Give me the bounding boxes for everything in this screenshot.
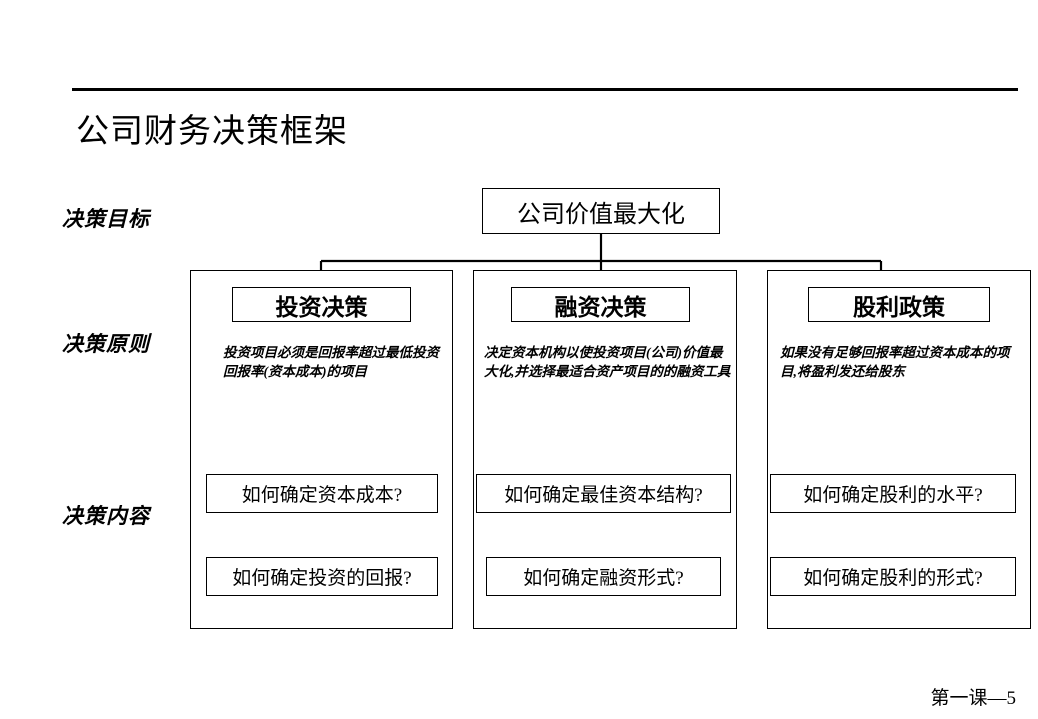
question-box-label: 如何确定投资的回报?: [232, 568, 412, 589]
panel-header-financing-decision: 融资决策: [511, 287, 690, 322]
goal-box-label: 公司价值最大化: [517, 201, 685, 228]
question-box-label: 如何确定资本成本?: [241, 485, 403, 506]
question-box-financing-form[interactable]: 如何确定融资形式?: [486, 557, 721, 596]
panel-header-dividend-policy: 股利政策: [808, 287, 990, 322]
question-box-label: 如何确定股利的形式?: [803, 568, 983, 589]
row-label-decision-content: 决策内容: [62, 504, 150, 528]
panel-header-label: 投资决策: [275, 294, 368, 320]
row-label-decision-principle: 决策原则: [62, 332, 150, 356]
panel-financing-decision: 融资决策 决定资本机构以使投资项目(公司)价值最大化,并选择最适合资产项目的的融…: [473, 270, 737, 629]
question-box-label: 如何确定融资形式?: [523, 568, 684, 589]
page-title: 公司财务决策框架: [76, 114, 348, 150]
question-box-investment-return[interactable]: 如何确定投资的回报?: [206, 557, 438, 596]
question-box-label: 如何确定股利的水平?: [803, 485, 983, 506]
panel-header-label: 股利政策: [853, 294, 945, 320]
panel-description-investment-decision: 投资项目必须是回报率超过最低投资回报率(资本成本)的项目: [223, 345, 439, 379]
goal-box: 公司价值最大化: [482, 188, 720, 234]
panel-header-label: 融资决策: [554, 294, 647, 320]
panel-header-investment-decision: 投资决策: [232, 287, 411, 322]
question-box-dividend-form[interactable]: 如何确定股利的形式?: [770, 557, 1016, 596]
slide-footer: 第一课—5: [930, 688, 1016, 709]
header-divider-rule: [72, 88, 1018, 91]
row-label-decision-goal: 决策目标: [62, 207, 150, 231]
question-box-capital-structure[interactable]: 如何确定最佳资本结构?: [476, 474, 731, 513]
question-box-dividend-level[interactable]: 如何确定股利的水平?: [770, 474, 1016, 513]
panel-description-dividend-policy: 如果没有足够回报率超过资本成本的项目,将盈利发还给股东: [780, 345, 1010, 379]
panel-dividend-policy: 股利政策 如果没有足够回报率超过资本成本的项目,将盈利发还给股东 如何确定股利的…: [767, 270, 1031, 629]
panel-investment-decision: 投资决策 投资项目必须是回报率超过最低投资回报率(资本成本)的项目 如何确定资本…: [190, 270, 453, 629]
panel-description-financing-decision: 决定资本机构以使投资项目(公司)价值最大化,并选择最适合资产项目的的融资工具: [484, 345, 731, 379]
question-box-label: 如何确定最佳资本结构?: [504, 485, 703, 506]
question-box-capital-cost[interactable]: 如何确定资本成本?: [206, 474, 438, 513]
